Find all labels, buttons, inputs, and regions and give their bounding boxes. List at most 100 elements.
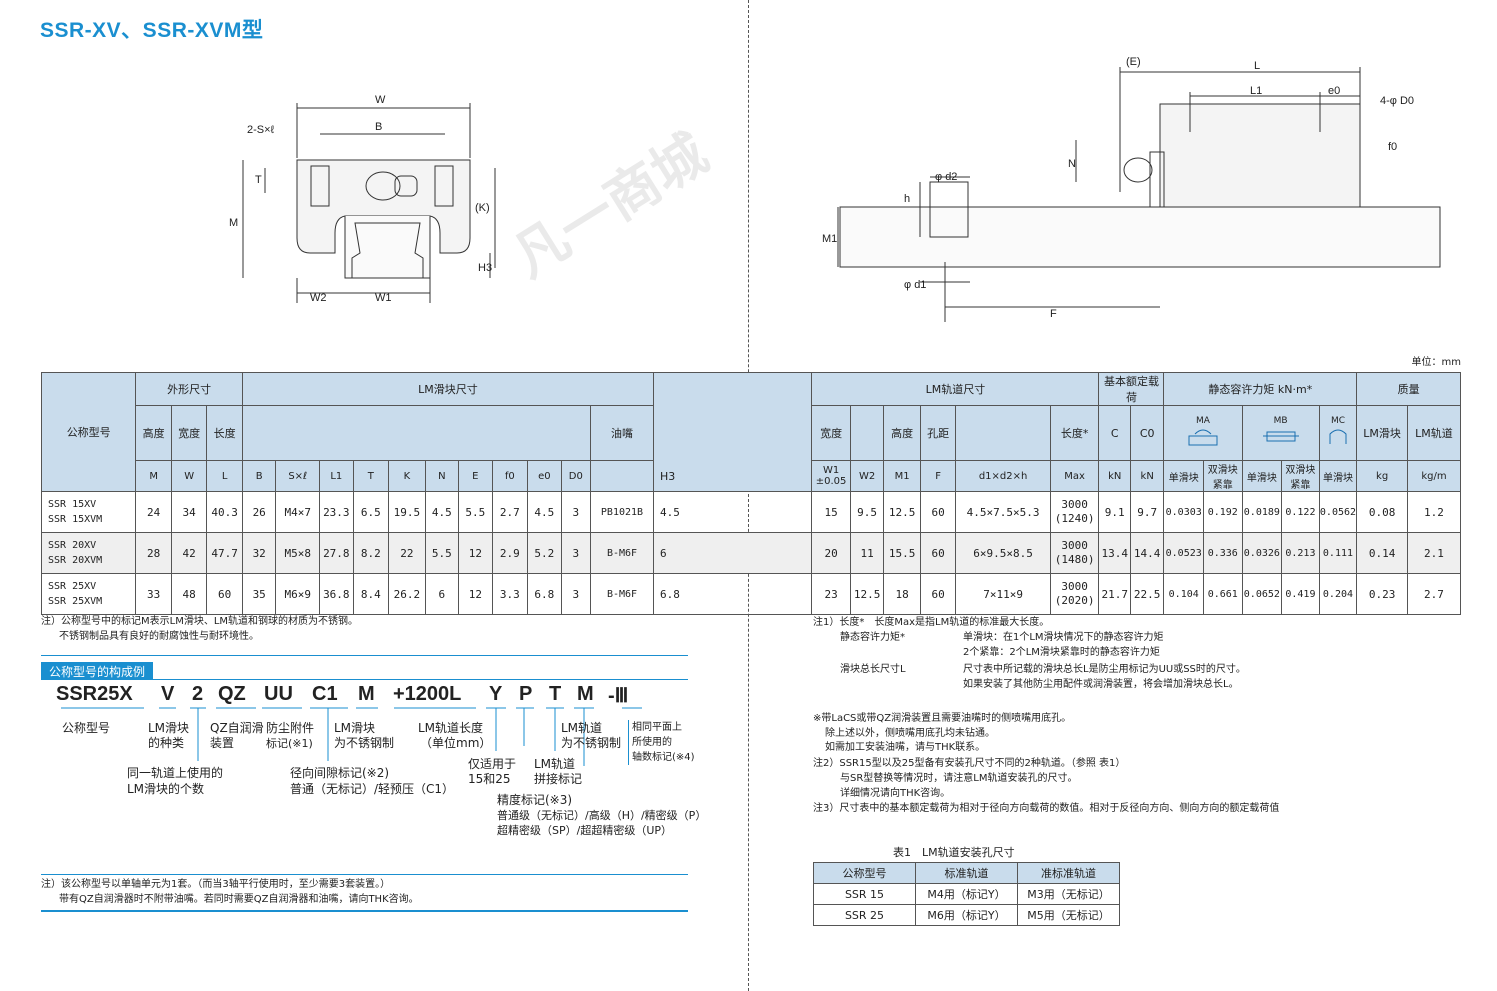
table-cell: 35 xyxy=(241,573,277,615)
code-part: C1 xyxy=(312,683,338,705)
table-cell: 60 xyxy=(919,491,957,533)
sym-double2: 双滑块紧靠 xyxy=(1281,460,1320,492)
dim-d1-label: φ d1 xyxy=(904,279,926,291)
table-cell: 36.8 xyxy=(319,573,354,615)
col-outer: 外形尺寸 xyxy=(135,372,243,406)
sym-max: Max xyxy=(1049,460,1100,492)
composition-note-2: 带有QZ自润滑器时不附带油嘴。若同时需要QZ自润滑器和油嘴，请向THK咨询。 xyxy=(59,894,419,905)
table-cell: 15.5 xyxy=(883,532,921,574)
table-cell: 11 xyxy=(849,532,885,574)
table-cell: 60 xyxy=(919,532,957,574)
code-part: SSR25X xyxy=(56,683,133,705)
table-cell: 5.5 xyxy=(458,491,493,533)
table-cell: 32 xyxy=(241,532,277,574)
note-right-c1: 注2）SSR15型以及25型备有安装孔尺寸不同的2种轨道。（参照 表1） xyxy=(813,758,1126,769)
table-cell: 8.4 xyxy=(352,573,390,615)
note-right-a1: 注1）长度* 长度Max是指LM轨道的标准最大长度。 xyxy=(813,617,1050,628)
note-right-c2: 与SR型替换等情况时，请注意LM轨道安装孔的尺寸。 xyxy=(840,773,1078,784)
label-only-2: 15和25 xyxy=(468,772,511,786)
table-cell: 12 xyxy=(458,573,493,615)
table-cell: 0.0652 xyxy=(1241,573,1283,615)
sym-t: T xyxy=(352,460,390,492)
table-cell: 48 xyxy=(170,573,208,615)
sym-double1: 双滑块紧靠 xyxy=(1203,460,1243,492)
dim-n-label: N xyxy=(1068,158,1076,170)
col-mass: 质量 xyxy=(1356,372,1461,406)
dim-b-label: B xyxy=(375,121,382,133)
sym-single2: 单滑块 xyxy=(1241,460,1283,492)
note-right-a7: 如果安装了其他防尘用配件或润滑装置，将会增加滑块总长L。 xyxy=(963,679,1239,690)
col-rail-length: 长度* xyxy=(1049,405,1100,461)
label-qz-2: 装置 xyxy=(210,736,235,750)
table-cell: 0.661 xyxy=(1203,573,1243,615)
table-cell: 3.3 xyxy=(491,573,529,615)
sym-sxl: S×ℓ xyxy=(275,460,321,492)
table-cell: 28 xyxy=(135,532,172,574)
code-part: T xyxy=(549,683,562,705)
table-cell: 0.23 xyxy=(1356,573,1408,615)
label-acc-1: 精度标记(※3) xyxy=(497,793,573,807)
table-cell: 0.419 xyxy=(1281,573,1320,615)
note-right-d1: 注3）尺寸表中的基本额定载荷为相对于径向方向载荷的数值。相对于反径向方向、侧向方… xyxy=(813,803,1280,814)
col-moment: 静态容许力矩 kN·m* xyxy=(1163,372,1358,406)
table-cell: M5×8 xyxy=(275,532,321,574)
code-part: +1200L xyxy=(393,683,462,705)
table-cell: 9.5 xyxy=(849,491,885,533)
note-right-a6: 尺寸表中所记载的滑块总长L是防尘用标记为UU或SS时的尺寸。 xyxy=(963,664,1246,675)
sym-f0: f0 xyxy=(491,460,529,492)
col-c: C xyxy=(1098,405,1131,461)
note-right-a2: 静态容许力矩* xyxy=(840,632,905,643)
table-cell: B-M6F xyxy=(590,573,654,615)
col-rail-width: 宽度 xyxy=(811,405,851,461)
col-length: 长度 xyxy=(206,405,243,461)
table-cell: 2.7 xyxy=(491,491,529,533)
table-cell: 6.8 xyxy=(527,573,562,615)
label-clear-2: 普通（无标记）/轻预压（C1） xyxy=(290,782,455,796)
table-cell: 9.1 xyxy=(1098,491,1131,533)
table-cell: 47.7 xyxy=(206,532,243,574)
dim-h3-label: H3 xyxy=(478,262,492,274)
col-load: 基本额定载荷 xyxy=(1098,372,1165,406)
label-count-1: 同一轨道上使用的 xyxy=(127,766,224,780)
dim-s-label: 2-S×ℓ xyxy=(247,124,275,136)
table-cell: 26 xyxy=(241,491,277,533)
sym-k: K xyxy=(388,460,426,492)
ma-moment-icon xyxy=(1188,429,1218,445)
label-rail-len-2: （单位mm） xyxy=(420,736,492,750)
label-block-type-1: LM滑块 xyxy=(148,721,190,735)
table-cell: 14.4 xyxy=(1129,532,1165,574)
sym-kn1: kN xyxy=(1098,460,1131,492)
table-cell: PB1021B xyxy=(590,491,654,533)
dim-e0-label: e0 xyxy=(1328,85,1340,97)
table-cell: 22.5 xyxy=(1129,573,1165,615)
table-cell: 0.0303 xyxy=(1163,491,1204,533)
label-qz-1: QZ自润滑 xyxy=(210,721,264,735)
col-rail-mass: LM轨道 xyxy=(1406,405,1462,461)
label-rail-ss-2: 为不锈钢制 xyxy=(561,736,622,750)
note-right-c3: 详细情况请向THK咨询。 xyxy=(840,788,951,799)
col-pitch: 孔距 xyxy=(919,405,957,461)
col-height: 高度 xyxy=(135,405,172,461)
sym-single1: 单滑块 xyxy=(1163,460,1204,492)
col-nipple: 油嘴 xyxy=(590,405,654,461)
table-cell: 0.104 xyxy=(1163,573,1204,615)
table-cell: 8.2 xyxy=(352,532,390,574)
table-cell: 20 xyxy=(811,532,851,574)
dim-e-label: (E) xyxy=(1126,56,1141,68)
note-right-a3: 单滑块：在1个LM滑块情况下的静态容许力矩 xyxy=(963,632,1164,643)
note-right-a5: 滑块总长尺寸L xyxy=(840,664,906,675)
table-cell: 6×9.5×8.5 xyxy=(955,532,1051,574)
table-cell: 0.204 xyxy=(1318,573,1358,615)
dim-w2-label: W2 xyxy=(310,292,327,304)
col-mc: MC xyxy=(1318,405,1358,461)
table-cell: 4.5 xyxy=(527,491,562,533)
dim-d0-label: 4-φ D0 xyxy=(1380,95,1414,107)
section-rule xyxy=(41,655,688,656)
table-cell: 7×11×9 xyxy=(955,573,1051,615)
table-cell: 0.336 xyxy=(1203,532,1243,574)
note-right-b1: ※带LaCS或带QZ润滑装置且需要油嘴时的侧喷嘴用底孔。 xyxy=(813,713,1072,724)
table-cell: 23.3 xyxy=(319,491,354,533)
